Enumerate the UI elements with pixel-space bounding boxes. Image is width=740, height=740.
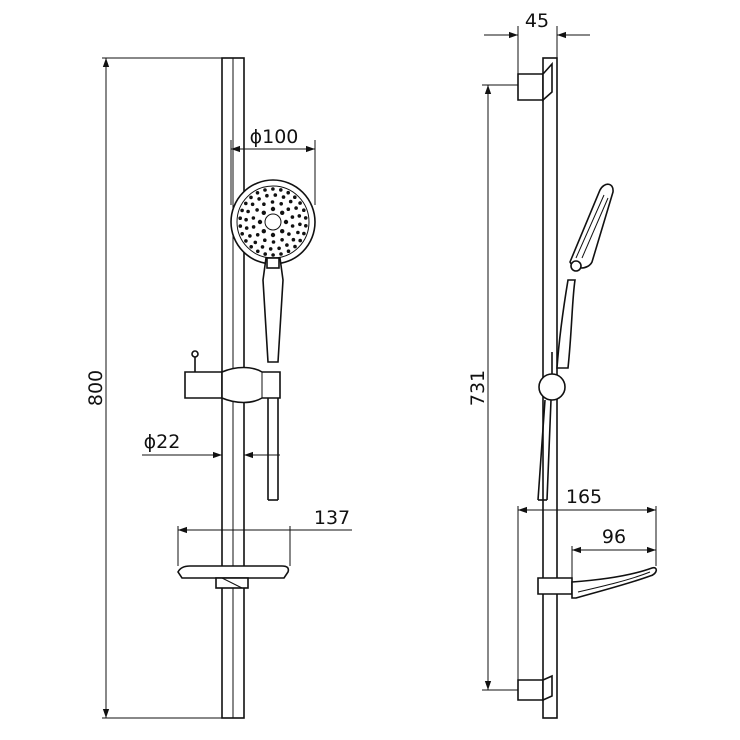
front-soap-dish <box>177 565 290 589</box>
side-bottom-bracket <box>517 679 544 701</box>
front-slider-holder <box>184 350 281 404</box>
nozzle-dot <box>294 206 298 210</box>
nozzle-dot <box>268 247 273 251</box>
nozzle-dot <box>298 222 302 227</box>
dim-total-projection: 165 <box>566 486 602 508</box>
side-top-bracket <box>517 73 544 101</box>
nozzle-dot <box>271 187 275 191</box>
nozzle-dot <box>291 237 296 242</box>
nozzle-dot <box>261 210 266 215</box>
dim-height-731: 731 <box>467 370 489 406</box>
dim-rail-diameter: ϕ22 <box>144 431 181 453</box>
nozzle-dot <box>270 200 275 204</box>
nozzle-dot <box>270 232 276 238</box>
nozzle-dot <box>262 202 266 206</box>
nozzle-dot <box>303 216 308 220</box>
nozzle-dot <box>248 234 252 238</box>
nozzle-dot <box>279 188 283 192</box>
nozzle-dot <box>255 208 259 212</box>
dim-dish-projection: 96 <box>602 526 626 548</box>
nozzle-dot <box>279 252 283 256</box>
nozzle-dot <box>286 249 291 253</box>
nozzle-dot <box>238 224 243 228</box>
nozzle-dot <box>246 209 250 214</box>
nozzle-dot <box>244 201 248 206</box>
nozzle-dot <box>260 245 265 249</box>
nozzle-dot <box>302 208 306 212</box>
nozzle-dot <box>249 195 253 200</box>
front-dimensions: 800 ϕ100 ϕ22 137 <box>85 57 352 719</box>
nozzle-dot <box>290 224 295 228</box>
nozzle-dot <box>304 224 308 228</box>
nozzle-dot <box>286 207 291 211</box>
nozzle-dot <box>253 240 258 245</box>
nozzle-dot <box>286 190 291 195</box>
side-view <box>517 57 658 719</box>
nozzle-dot <box>288 199 293 204</box>
nozzle-dot <box>240 232 244 236</box>
dim-dish-width: 137 <box>314 507 350 529</box>
nozzle-dot <box>257 197 261 201</box>
head-nozzles <box>238 187 308 257</box>
nozzle-dot <box>273 193 278 197</box>
nozzle-dot <box>271 240 276 244</box>
nozzle-dot <box>263 252 268 256</box>
nozzle-dot <box>298 201 302 205</box>
nozzle-dot <box>244 239 248 243</box>
nozzle-dot <box>296 230 300 235</box>
nozzle-dot <box>251 225 256 229</box>
side-slider-ball <box>538 373 566 401</box>
nozzle-dot <box>251 216 256 220</box>
nozzle-dot <box>280 238 284 242</box>
nozzle-dot <box>279 202 284 206</box>
nozzle-dot <box>283 219 289 225</box>
side-shower-head <box>556 183 614 369</box>
nozzle-dot <box>240 208 244 213</box>
nozzle-dot <box>293 195 297 199</box>
side-soap-dish <box>537 566 658 599</box>
dim-depth-45: 45 <box>525 10 549 32</box>
nozzle-dot <box>244 226 249 230</box>
nozzle-dot <box>255 249 260 254</box>
nozzle-dot <box>280 229 285 234</box>
nozzle-dot <box>281 195 286 199</box>
front-view <box>177 57 316 719</box>
nozzle-dot <box>255 191 260 195</box>
nozzle-dot <box>298 238 303 243</box>
nozzle-dot <box>290 215 295 219</box>
nozzle-dot <box>293 244 297 249</box>
dim-height-800: 800 <box>85 370 107 406</box>
nozzle-dot <box>244 217 248 222</box>
nozzle-dot <box>250 202 255 207</box>
nozzle-dot <box>297 214 302 218</box>
dim-head-diameter: ϕ100 <box>250 126 299 148</box>
nozzle-dot <box>280 210 285 215</box>
nozzle-dot <box>277 246 281 251</box>
nozzle-dot <box>238 216 242 220</box>
nozzle-dot <box>255 233 260 237</box>
nozzle-dot <box>263 188 267 192</box>
nozzle-dot <box>261 229 266 234</box>
nozzle-dot <box>263 238 267 242</box>
nozzle-dot <box>249 245 253 249</box>
nozzle-dot <box>257 219 263 225</box>
nozzle-dot <box>271 253 275 257</box>
nozzle-dot <box>270 206 276 212</box>
front-shower-head <box>230 179 316 363</box>
nozzle-dot <box>287 232 291 236</box>
nozzle-dot <box>302 231 306 236</box>
nozzle-dot <box>265 193 269 198</box>
side-dimensions: 45 731 165 96 <box>467 10 657 691</box>
nozzle-dot <box>285 243 289 247</box>
